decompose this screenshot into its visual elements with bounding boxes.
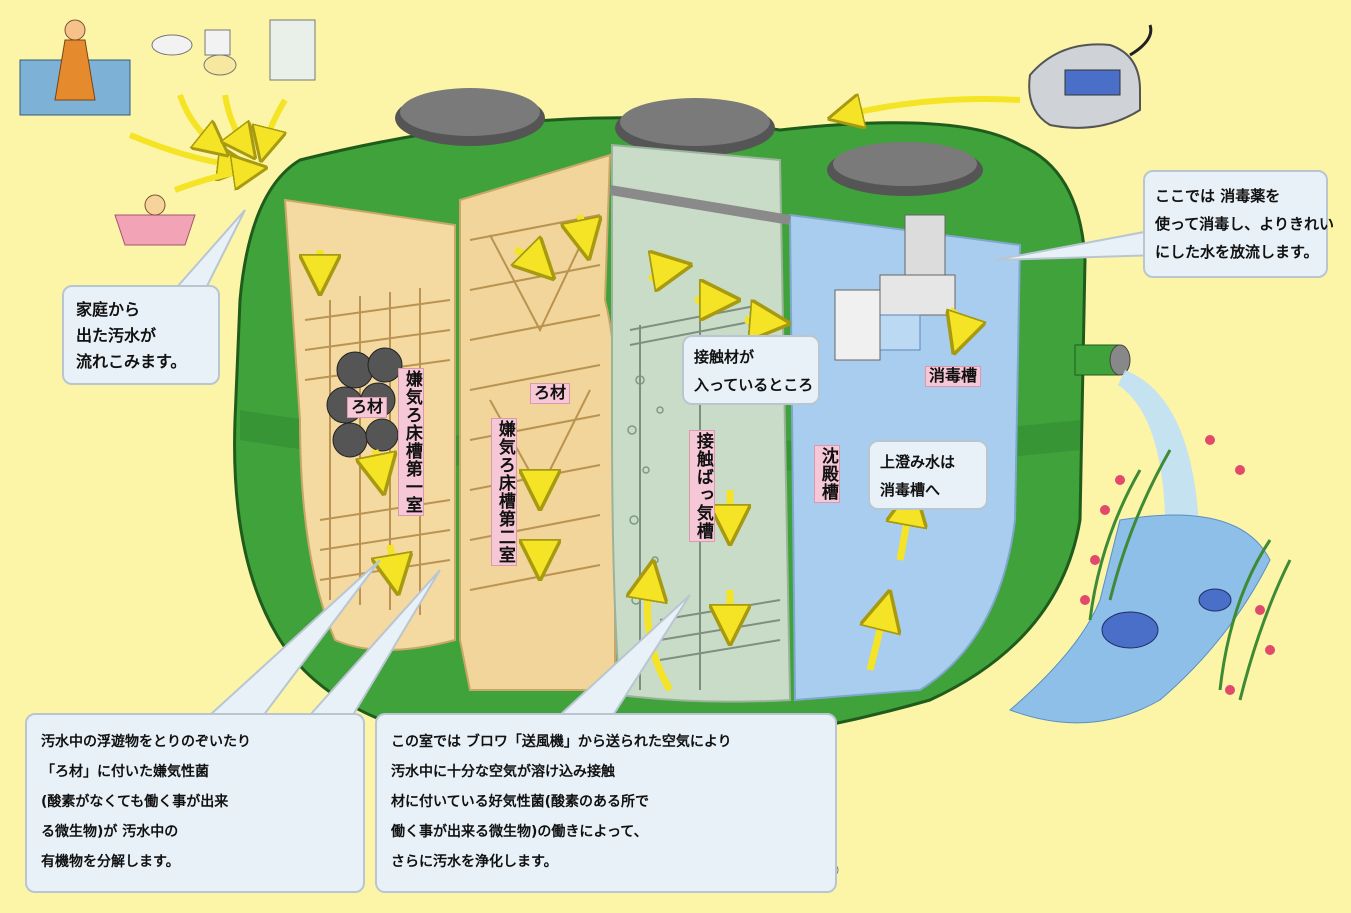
- air-pipe: [609, 185, 791, 225]
- callout-line: 「ろ材」に付いた嫌気性菌: [41, 764, 209, 780]
- callout-line: 接触材が: [694, 348, 755, 366]
- anaerobic-chamber-callout: 汚水中の浮遊物をとりのぞいたり 「ろ材」に付いた嫌気性菌 (酸素がなくても働く事…: [25, 713, 365, 893]
- callout-pointers: [168, 209, 1162, 722]
- toilet: [203, 29, 237, 76]
- callout-line: 使って消毒し、よりきれい: [1155, 215, 1334, 233]
- riverbank-grass: [1088, 449, 1292, 701]
- callout-line: 消毒槽へ: [880, 481, 941, 499]
- manhole-lid-1: [395, 88, 545, 146]
- callout-line: 出た汚水が: [76, 326, 157, 345]
- bathtub-with-person: [114, 194, 196, 246]
- household-inflow-callout: 家庭から 出た汚水が 流れこみます。: [62, 285, 220, 385]
- kitchen-sink-with-person: [19, 19, 131, 116]
- contact-media-callout: 接触材が 入っているところ: [682, 335, 820, 405]
- inflow-arrows: [128, 95, 1021, 193]
- aeration-chamber-callout: この室では ブロワ「送風機」から送られた空気により 汚水中に十分な空気が溶け込み…: [375, 713, 837, 893]
- label-sedimentation-tank: 沈殿槽: [814, 445, 840, 503]
- label-anaerobic-chamber-1: 嫌気ろ床槽第一室: [398, 368, 424, 516]
- callout-line: 家庭から: [76, 300, 141, 319]
- callout-line: この室では ブロワ「送風機」から送られた空気により: [391, 734, 732, 750]
- chamber-anaerobic-2: [459, 153, 618, 691]
- callout-line: ここでは 消毒薬を: [1155, 187, 1281, 205]
- label-filter-media-2: ろ材: [530, 383, 571, 404]
- callout-line: 汚水中に十分な空気が溶け込み接触: [391, 764, 615, 780]
- callout-line: 材に付いている好気性菌(酸素のある所で: [391, 794, 649, 810]
- label-filter-media-1: ろ材: [347, 397, 388, 418]
- fish-1: [1101, 611, 1159, 649]
- disinfection-callout: ここでは 消毒薬を 使って消毒し、よりきれい にした水を放流します。: [1143, 170, 1334, 278]
- riverbank-flowers: [1080, 435, 1275, 695]
- fish-2: [1198, 588, 1232, 612]
- callout-line: 流れこみます。: [76, 352, 187, 371]
- callout-line: 上澄み水は: [880, 453, 956, 471]
- label-disinfection-tank: 消毒槽: [925, 366, 982, 387]
- washing-machine: [269, 19, 316, 81]
- callout-line: 汚水中の浮遊物をとりのぞいたり: [41, 734, 251, 750]
- wash-basin: [151, 34, 193, 56]
- callout-line: さらに汚水を浄化します。: [391, 854, 558, 870]
- label-anaerobic-chamber-2: 嫌気ろ床槽第二室: [491, 418, 517, 566]
- callout-line: 働く事が出来る微生物)の働きによって、: [391, 824, 648, 840]
- callout-line: にした水を放流します。: [1155, 243, 1319, 261]
- callout-line: (酸素がなくても働く事が出来: [41, 794, 229, 810]
- label-aeration-tank: 接触ばっ気槽: [689, 430, 715, 542]
- outlet-pipe: [1074, 344, 1131, 376]
- supernatant-callout: 上澄み水は 消毒槽へ: [868, 440, 988, 510]
- discharged-water: [1118, 370, 1200, 560]
- manhole-lid-2: [615, 98, 775, 156]
- manhole-lid-3: [827, 142, 983, 196]
- blower: [1028, 24, 1153, 129]
- callout-line: 有機物を分解します。: [41, 854, 180, 870]
- callout-line: る微生物)が 汚水中の: [41, 824, 179, 840]
- disinfection-unit: [834, 214, 956, 361]
- callout-line: 入っているところ: [694, 376, 814, 394]
